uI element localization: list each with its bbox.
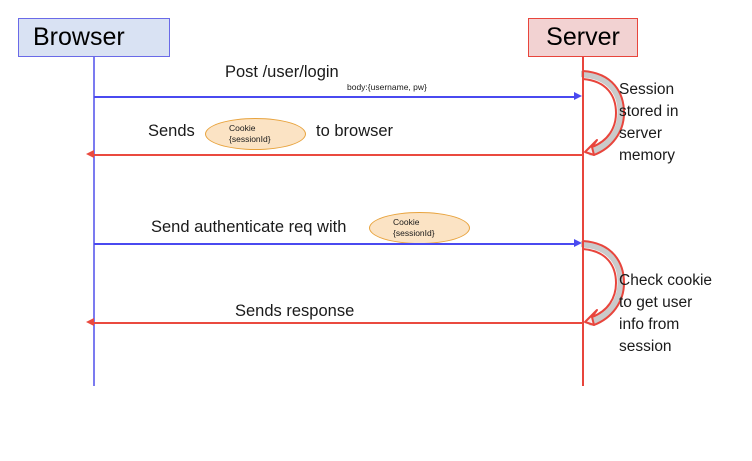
message-arrow-post-login bbox=[94, 96, 575, 98]
message-sublabel-post-login-body: body:{username, pw} bbox=[347, 82, 427, 92]
participant-browser[interactable]: Browser bbox=[18, 18, 170, 57]
message-label-send-cookie-before: Sends bbox=[148, 122, 195, 140]
participant-server-label: Server bbox=[546, 23, 620, 51]
message-label-authenticate-req: Send authenticate req with bbox=[151, 218, 347, 236]
cookie-token-2-line2: {sessionId} bbox=[393, 228, 435, 238]
arrowhead-authenticate-req bbox=[574, 239, 582, 247]
cookie-token-1: Cookie {sessionId} bbox=[205, 118, 306, 150]
message-arrow-authenticate-req bbox=[94, 243, 575, 245]
self-call-loop-check-cookie bbox=[579, 238, 635, 330]
curved-loop-arrow-icon bbox=[579, 240, 626, 326]
cookie-token-2: Cookie {sessionId} bbox=[369, 212, 470, 244]
arrowhead-post-login bbox=[574, 92, 582, 100]
lifeline-server bbox=[582, 57, 584, 386]
arrowhead-send-cookie bbox=[86, 150, 94, 158]
message-label-send-response: Sends response bbox=[235, 302, 355, 320]
cookie-token-1-line2: {sessionId} bbox=[229, 134, 271, 144]
arrowhead-send-response bbox=[86, 318, 94, 326]
cookie-token-2-line1: Cookie bbox=[393, 216, 420, 227]
self-call-loop-store-session bbox=[579, 68, 635, 160]
message-arrow-send-cookie bbox=[94, 154, 583, 156]
curved-loop-arrow-icon bbox=[579, 70, 626, 156]
message-label-post-login: Post /user/login bbox=[225, 63, 339, 81]
participant-server[interactable]: Server bbox=[528, 18, 638, 57]
self-call-note-check-cookie: Check cookie to get user info from sessi… bbox=[619, 272, 713, 355]
self-call-note-store-session: Session stored in server memory bbox=[619, 81, 679, 164]
message-label-send-cookie-after: to browser bbox=[316, 122, 394, 140]
message-arrow-send-response bbox=[94, 322, 583, 324]
cookie-token-1-line1: Cookie bbox=[229, 122, 256, 133]
lifeline-browser bbox=[93, 57, 95, 386]
participant-browser-label: Browser bbox=[33, 23, 125, 51]
